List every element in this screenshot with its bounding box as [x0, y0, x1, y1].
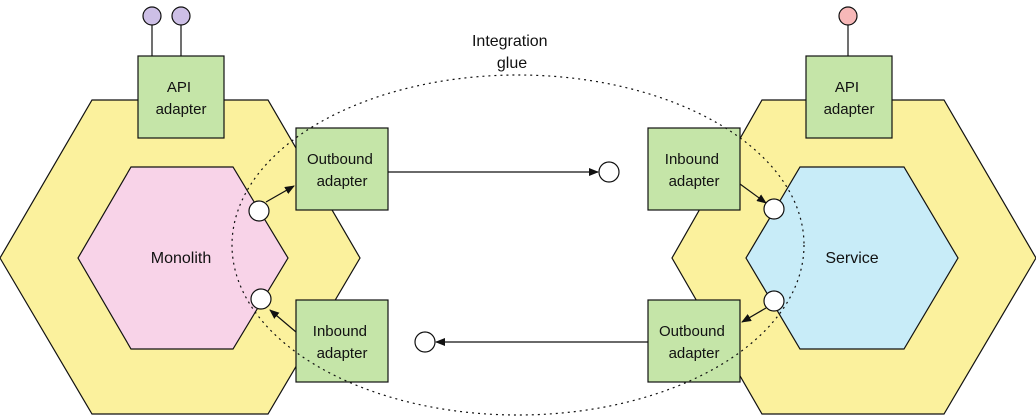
api-port-left-1 [142, 6, 162, 26]
right-inbound-port [598, 161, 620, 183]
left-api-adapter-label: API adapter [156, 79, 207, 118]
arrow-inbound-to-monolith [269, 309, 297, 333]
service-inbound-port [763, 198, 785, 220]
left-outbound-adapter-box [295, 127, 389, 211]
right-inbound-adapter-box [647, 127, 741, 211]
left-inbound-adapter-box [295, 299, 389, 383]
left-api-adapter-box [137, 55, 225, 139]
integration-glue-boundary [231, 74, 805, 416]
monolith-core-hexagon [77, 166, 289, 350]
monolith-inbound-port [250, 288, 272, 310]
api-port-right [838, 6, 858, 26]
arrow-service-to-outbound [741, 307, 767, 323]
left-outbound-adapter-label: Outbound adapter [307, 151, 377, 190]
arrow-monolith-to-outbound [265, 185, 295, 203]
right-api-adapter-label: API adapter [824, 79, 875, 118]
api-port-left-2 [171, 6, 191, 26]
right-outbound-adapter-box [647, 299, 741, 383]
arrow-inbound-to-service [739, 183, 767, 204]
right-inbound-adapter-label: Inbound adapter [665, 151, 723, 190]
monolith-label: Monolith [151, 250, 211, 267]
right-api-adapter-box [805, 55, 893, 139]
service-outbound-port [763, 290, 785, 312]
left-inbound-port [414, 331, 436, 353]
integration-glue-label: Integration glue [472, 33, 552, 72]
monolith-outbound-port [248, 200, 270, 222]
right-outbound-adapter-label: Outbound adapter [659, 323, 729, 362]
left-inbound-adapter-label: Inbound adapter [313, 323, 371, 362]
service-label: Service [825, 250, 878, 267]
